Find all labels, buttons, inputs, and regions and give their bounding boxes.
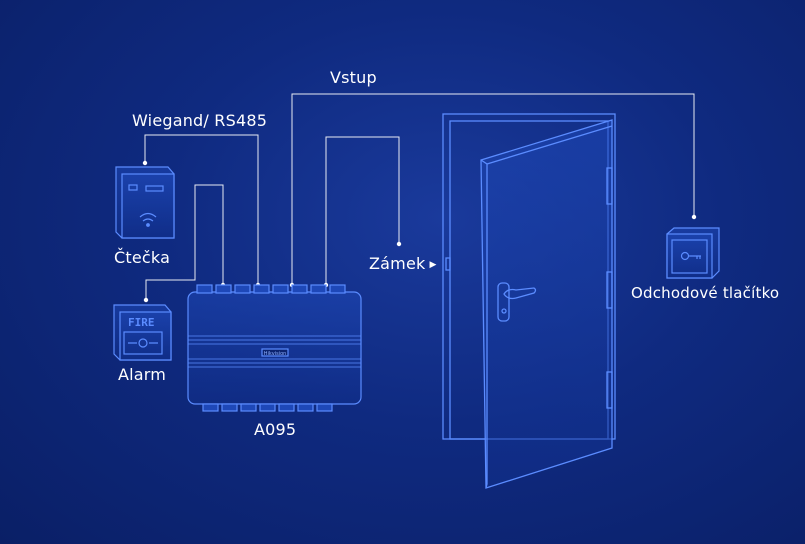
wiegand-label: Wiegand/ RS485: [132, 111, 268, 130]
card-reader-icon: [115, 166, 175, 239]
lock-label-text: Zámek: [369, 254, 426, 273]
fire-text: FIRE: [128, 316, 155, 329]
wire-vstup: [291, 93, 695, 285]
arrow-right-icon: ▶: [429, 260, 437, 270]
exit-button-icon: [666, 227, 720, 279]
exit-button-label: Odchodové tlačítko: [631, 284, 780, 302]
wire-lock: [325, 136, 400, 285]
controller-label: A095: [254, 420, 297, 439]
wire-alarm: [145, 184, 224, 300]
reader-label: Čtečka: [114, 248, 171, 267]
wire-dots: [142, 160, 697, 303]
alarm-label: Alarm: [118, 365, 167, 384]
lock-label: Zámek▶: [369, 254, 437, 273]
wire-wiegand: [144, 134, 259, 285]
controller-badge: Hikvision: [264, 351, 287, 357]
access-controller-icon: [187, 284, 362, 412]
wires: [144, 93, 695, 300]
fire-alarm-icon: [113, 304, 172, 361]
vstup-label: Vstup: [330, 68, 377, 87]
door-icon: [442, 113, 616, 489]
